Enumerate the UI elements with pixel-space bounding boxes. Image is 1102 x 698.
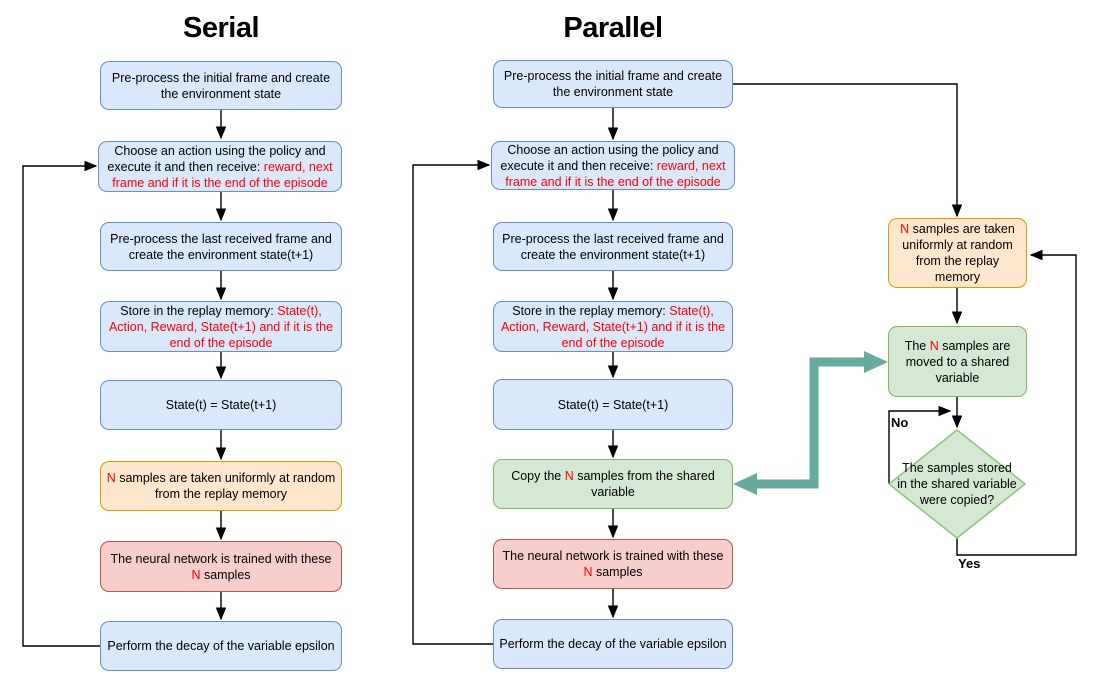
box-text-segment: Choose an action using the policy and ex… bbox=[500, 142, 719, 173]
box-text-segment: reward, next frame and if it is the end … bbox=[112, 159, 333, 190]
box-text-segment: N bbox=[564, 469, 574, 483]
connector-decision-yes-loop bbox=[956, 255, 1077, 556]
serial-step-epsilon-decay: Perform the decay of the variable epsilo… bbox=[100, 621, 342, 671]
box-text-segment: N bbox=[929, 338, 939, 353]
box-text-segment: N bbox=[583, 565, 593, 579]
box-text-segment: N bbox=[900, 222, 910, 236]
edge-label-yes: Yes bbox=[958, 556, 981, 571]
parallel-step-choose-action: Choose an action using the policy and ex… bbox=[491, 141, 735, 190]
box-text-segment: samples bbox=[592, 565, 643, 579]
box-text-segment: reward, next frame and if it is the end … bbox=[505, 158, 726, 189]
box-text-segment: The neural network is trained with these bbox=[110, 551, 332, 566]
serial-step-sample-replay: N samples are taken uniformly at random … bbox=[100, 461, 342, 511]
serial-step-store-replay-memory: Store in the replay memory: State(t), Ac… bbox=[100, 301, 342, 352]
decision-samples-copied: The samples stored in the shared variabl… bbox=[897, 432, 1017, 536]
box-text-segment: Store in the replay memory: bbox=[120, 303, 278, 318]
connector-p1-r1 bbox=[733, 83, 957, 216]
box-text-segment: The bbox=[904, 338, 930, 353]
serial-step-train-network: The neural network is trained with these… bbox=[100, 541, 342, 592]
box-text-segment: samples are moved to a shared variable bbox=[905, 338, 1011, 385]
parallel-step-state-update: State(t) = State(t+1) bbox=[493, 379, 733, 430]
box-text-segment: State(t) = State(t+1) bbox=[165, 398, 277, 412]
box-text-segment: Choose an action using the policy and ex… bbox=[107, 143, 326, 174]
box-text-segment: Pre-process the initial frame and create… bbox=[503, 69, 723, 99]
box-text-segment: Pre-process the last received frame and … bbox=[502, 231, 724, 262]
box-text-segment: samples are taken uniformly at random fr… bbox=[902, 222, 1015, 284]
parallel-step-store-replay-memory: Store in the replay memory: State(t), Ac… bbox=[493, 301, 733, 352]
box-text-segment: State(t) = State(t+1) bbox=[557, 397, 669, 412]
box-text-segment: samples from the shared variable bbox=[573, 469, 715, 499]
serial-step-choose-action: Choose an action using the policy and ex… bbox=[98, 141, 342, 192]
box-text-segment: Store in the replay memory: bbox=[512, 303, 670, 318]
box-text-segment: Pre-process the last received frame and … bbox=[110, 231, 332, 262]
box-text-segment: N bbox=[191, 567, 201, 582]
box-text-segment: State(t), Action, Reward, State(t+1) and… bbox=[500, 303, 726, 350]
parallel-step-preprocess-last-frame: Pre-process the last received frame and … bbox=[493, 222, 733, 271]
box-text-segment: The samples stored in the shared variabl… bbox=[897, 461, 1017, 507]
box-text-segment: Pre-process the initial frame and create… bbox=[111, 70, 331, 101]
box-text-segment: Perform the decay of the variable epsilo… bbox=[499, 637, 727, 651]
box-text-segment: samples are taken uniformly at random fr… bbox=[115, 471, 336, 501]
parallel-step-epsilon-decay: Perform the decay of the variable epsilo… bbox=[493, 619, 733, 669]
serial-step-state-update: State(t) = State(t+1) bbox=[100, 380, 342, 430]
connector-serial-loop bbox=[22, 166, 100, 647]
box-text-segment: Copy the bbox=[511, 469, 565, 483]
box-text-segment: The neural network is trained with these bbox=[502, 549, 724, 563]
box-text-segment: Perform the decay of the variable epsilo… bbox=[107, 639, 335, 653]
parallel-step-train-network: The neural network is trained with these… bbox=[493, 539, 733, 589]
decision-diamond-shape bbox=[888, 429, 1026, 539]
serial-step-preprocess-last-frame: Pre-process the last received frame and … bbox=[100, 222, 342, 271]
box-text-segment: State(t), Action, Reward, State(t+1) and… bbox=[108, 303, 334, 350]
serial-title: Serial bbox=[183, 12, 260, 44]
connector-parallel-loop bbox=[412, 165, 493, 645]
sampler-step-move-to-shared: The N samples are moved to a shared vari… bbox=[888, 326, 1027, 397]
serial-step-preprocess-initial: Pre-process the initial frame and create… bbox=[100, 61, 342, 110]
connector-decision-no-loop bbox=[888, 411, 950, 484]
sampler-step-sample-replay: N samples are taken uniformly at random … bbox=[888, 218, 1027, 288]
parallel-step-copy-samples: Copy the N samples from the shared varia… bbox=[493, 459, 733, 509]
parallel-title: Parallel bbox=[563, 12, 663, 44]
shared-variable-transfer-arrow bbox=[733, 351, 888, 495]
edge-label-no: No bbox=[891, 415, 909, 430]
parallel-step-preprocess-initial: Pre-process the initial frame and create… bbox=[493, 60, 733, 108]
box-text-segment: N bbox=[106, 471, 116, 485]
box-text-segment: samples bbox=[200, 567, 251, 582]
